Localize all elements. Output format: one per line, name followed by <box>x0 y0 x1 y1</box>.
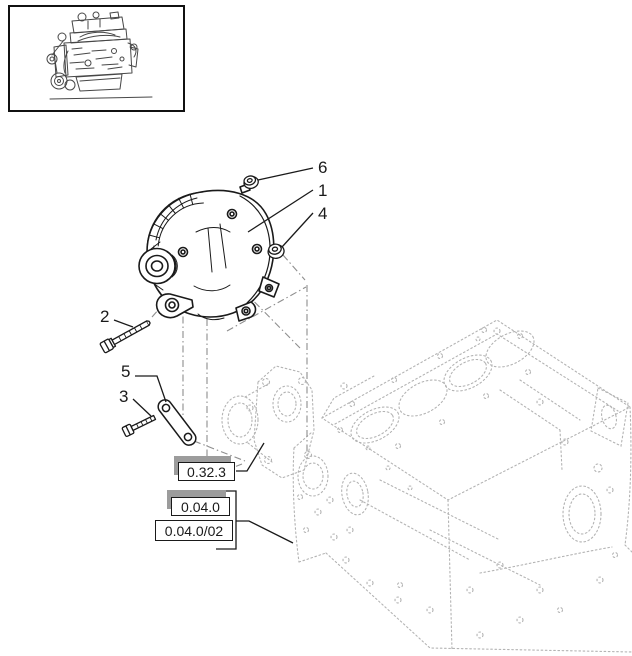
callout-2[interactable]: 2 <box>100 307 110 326</box>
mounting-bolt-2 <box>99 320 151 354</box>
callout-4[interactable]: 4 <box>318 204 328 223</box>
callout-1[interactable]: 1 <box>318 181 328 200</box>
callout-3[interactable]: 3 <box>119 387 129 406</box>
callout-5[interactable]: 5 <box>121 362 131 381</box>
nut-6 <box>243 175 259 190</box>
nut-4 <box>267 243 285 259</box>
refbox-0323[interactable]: 0.32.3 <box>178 462 235 481</box>
alternator-drawing <box>138 183 280 322</box>
refbox-0040-02[interactable]: 0.04.0/02 <box>155 520 233 541</box>
overview-thumbnail[interactable] <box>8 5 185 112</box>
mounting-bolt-3 <box>121 414 157 438</box>
thumbnail-engine-art <box>46 11 153 100</box>
adjusting-strap-5 <box>157 399 197 446</box>
pulley <box>138 241 178 291</box>
callout-6[interactable]: 6 <box>318 158 328 177</box>
refbox-0040[interactable]: 0.04.0 <box>171 497 230 516</box>
leader-lines <box>113 167 314 550</box>
pump-mount-ghost <box>221 365 315 479</box>
engine-block-ghost <box>292 319 632 653</box>
